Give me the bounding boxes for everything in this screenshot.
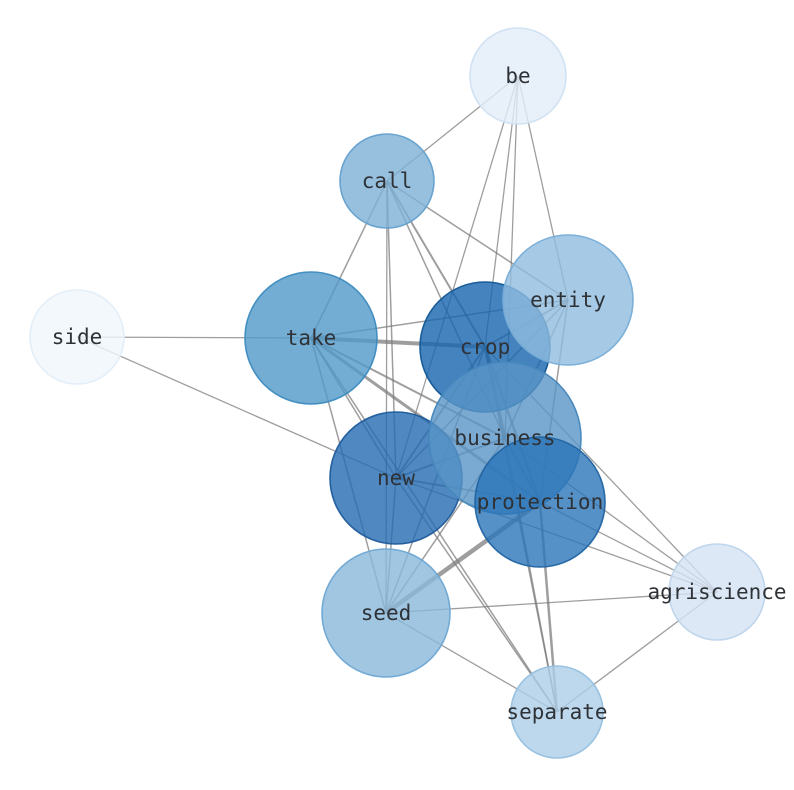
node-be	[469, 27, 567, 125]
edge-be-new	[395, 75, 519, 479]
node-call	[339, 133, 435, 229]
node-protection	[474, 436, 606, 568]
node-separate	[510, 665, 604, 759]
edge-call-seed	[385, 180, 388, 614]
node-seed	[321, 548, 451, 678]
node-entity	[502, 234, 634, 366]
node-side	[29, 289, 125, 385]
node-take	[244, 271, 378, 405]
node-agriscience	[668, 543, 766, 641]
